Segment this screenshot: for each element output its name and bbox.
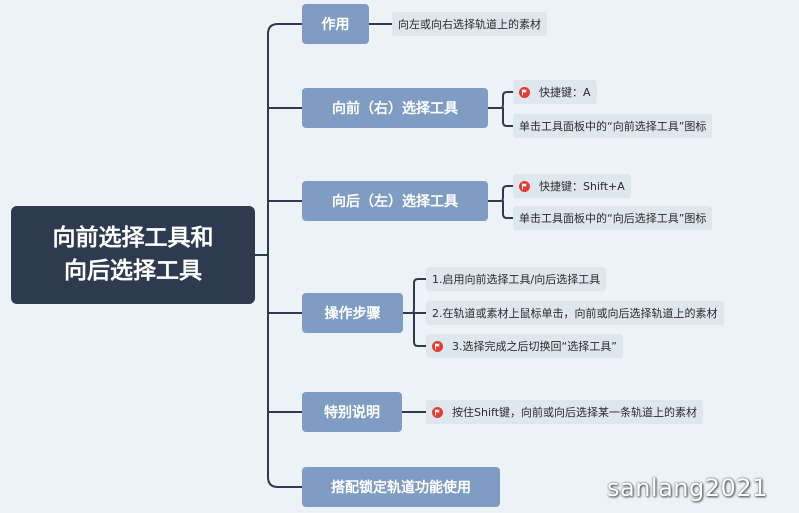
leaf-text: 单击工具面板中的“向前选择工具”图标 — [519, 120, 707, 133]
root-title-line-2: 向后选择工具 — [64, 258, 202, 284]
branch-notes-label: 特别说明 — [324, 405, 380, 421]
leaf-text: 快捷键：Shift+A — [539, 180, 625, 193]
leaf-purpose-description[interactable]: 向左或向右选择轨道上的素材 — [392, 12, 547, 36]
branch-forward-select-tool[interactable]: 向前（右）选择工具 — [302, 88, 488, 128]
branch-notes[interactable]: 特别说明 — [302, 392, 402, 432]
leaf-backward-shortcut[interactable]: 快捷键：Shift+A — [513, 174, 631, 198]
branch-backward-select-tool[interactable]: 向后（左）选择工具 — [302, 181, 488, 221]
leaf-forward-shortcut[interactable]: 快捷键：A — [513, 80, 597, 104]
leaf-step-3[interactable]: 3.选择完成之后切换回“选择工具” — [426, 334, 623, 358]
leaf-step-1[interactable]: 1.启用向前选择工具/向后选择工具 — [426, 267, 607, 291]
leaf-text: 2.在轨道或素材上鼠标单击，向前或向后选择轨道上的素材 — [432, 307, 718, 320]
leaf-step-2[interactable]: 2.在轨道或素材上鼠标单击，向前或向后选择轨道上的素材 — [426, 301, 724, 325]
branch-lock-track[interactable]: 搭配锁定轨道功能使用 — [302, 467, 500, 507]
branch-steps-label: 操作步骤 — [324, 306, 381, 322]
leaf-text: 单击工具面板中的“向后选择工具”图标 — [519, 212, 707, 225]
leaf-notes-shift[interactable]: 按住Shift键，向前或向后选择某一条轨道上的素材 — [426, 400, 704, 424]
branch-steps[interactable]: 操作步骤 — [302, 293, 403, 333]
branch-purpose-label: 作用 — [321, 17, 350, 33]
flag-icon — [519, 180, 530, 192]
flag-icon — [519, 86, 530, 98]
leaf-text: 快捷键：A — [539, 86, 591, 99]
flag-icon — [432, 406, 443, 418]
leaf-text: 1.启用向前选择工具/向后选择工具 — [432, 273, 601, 286]
root-topic[interactable]: 向前选择工具和 向后选择工具 — [11, 206, 255, 304]
branch-lock-label: 搭配锁定轨道功能使用 — [331, 480, 471, 496]
root-title-line-1: 向前选择工具和 — [52, 225, 214, 251]
branch-forward-label: 向前（右）选择工具 — [332, 101, 458, 117]
leaf-text: 按住Shift键，向前或向后选择某一条轨道上的素材 — [452, 406, 698, 419]
leaf-text: 3.选择完成之后切换回“选择工具” — [452, 340, 617, 353]
branch-purpose[interactable]: 作用 — [302, 4, 369, 44]
leaf-forward-toolbar-icon[interactable]: 单击工具面板中的“向前选择工具”图标 — [513, 114, 713, 138]
leaf-text: 向左或向右选择轨道上的素材 — [398, 18, 541, 31]
leaf-backward-toolbar-icon[interactable]: 单击工具面板中的“向后选择工具”图标 — [513, 206, 713, 230]
branch-backward-label: 向后（左）选择工具 — [332, 194, 458, 210]
flag-icon — [432, 340, 443, 352]
watermark: sanlang2021 — [607, 474, 768, 502]
